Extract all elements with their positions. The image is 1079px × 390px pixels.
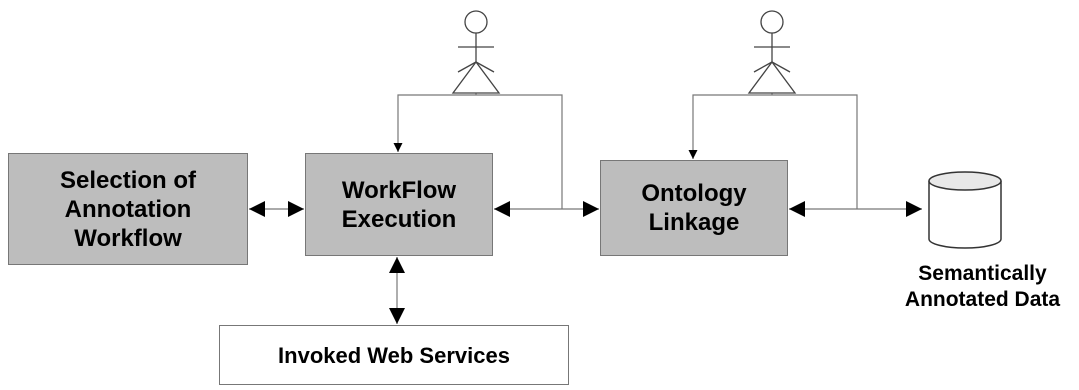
ontology-linkage-box: Ontology Linkage	[600, 160, 788, 256]
selection-workflow-label: Selection of Annotation Workflow	[59, 166, 197, 252]
user-actor-icon	[747, 10, 797, 94]
workflow-execution-box: WorkFlow Execution	[305, 153, 493, 256]
selection-workflow-box: Selection of Annotation Workflow	[8, 153, 248, 265]
invoked-services-box: Invoked Web Services	[219, 325, 569, 385]
feedback-loop-ontology	[688, 94, 858, 209]
database-icon	[928, 171, 1002, 249]
workflow-execution-label: WorkFlow Execution	[341, 176, 457, 233]
database-label: Semantically Annotated Data	[904, 262, 1061, 311]
feedback-loop-workflow	[393, 94, 563, 209]
invoked-services-label: Invoked Web Services	[278, 342, 510, 368]
ontology-linkage-label: Ontology Linkage	[641, 180, 747, 236]
user-actor-icon	[451, 10, 501, 94]
